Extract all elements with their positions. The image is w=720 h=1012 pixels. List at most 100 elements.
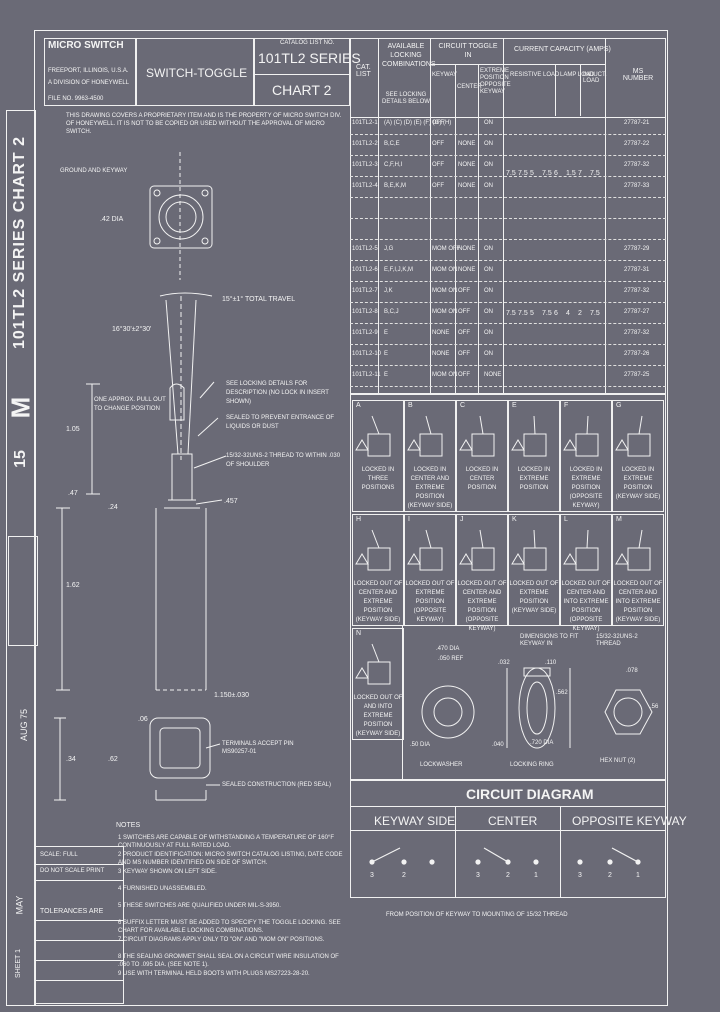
amp-value-a: 7.5: [590, 170, 600, 177]
dim-470: .470 DIA: [436, 646, 460, 652]
row-ms-number: 27787-32: [624, 162, 650, 168]
row-locking: C,F,H,I: [384, 162, 403, 168]
dim-06: .06: [138, 716, 148, 723]
row-keyway: MOM ON: [432, 288, 458, 294]
dim-42: .42 DIA: [100, 216, 124, 223]
lock-detail-letter: B: [408, 402, 413, 409]
lock-detail-letter: C: [460, 402, 466, 409]
lock-detail-sketch: [355, 415, 391, 457]
lock-detail-letter: H: [356, 516, 362, 523]
revision-box: [8, 536, 38, 646]
row-center: OFF: [458, 288, 470, 294]
row-cat-list: 101TL2-8: [352, 309, 378, 315]
lock-detail-sketch: [563, 529, 599, 571]
amp-value-b: 2: [578, 310, 582, 317]
th-cat-list: CAT. LIST: [356, 64, 371, 78]
terminal-3-a: 3: [370, 872, 374, 879]
th-circuit: CIRCUIT TOGGLE IN: [438, 43, 498, 59]
row-keyway: NONE: [432, 351, 450, 357]
note-item: 7 CIRCUIT DIAGRAMS APPLY ONLY TO "ON" AN…: [118, 937, 325, 943]
amp-value-b: 7.5: [518, 310, 528, 317]
row-locking: E: [384, 372, 389, 378]
dim-050: .050 REF: [438, 656, 464, 662]
row-ms-number: 27787-32: [624, 330, 650, 336]
terminal-1-b: 1: [534, 872, 538, 879]
scale-label: SCALE: FULL: [40, 852, 78, 858]
amp-value-b: 4: [566, 310, 570, 317]
row-opposite: ON: [484, 267, 493, 273]
row-locking: E: [384, 330, 389, 336]
row-keyway: NONE: [432, 330, 450, 336]
row-center: NONE: [458, 162, 476, 168]
row-locking: J,K: [384, 288, 393, 294]
note-item: 2 PRODUCT IDENTIFICATION: MICRO SWITCH C…: [118, 852, 343, 866]
terminal-3-c: 3: [578, 872, 582, 879]
lock-detail-letter: N: [356, 630, 362, 637]
thread-note: 15/32-32UNS-2 THREAD TO WITHIN .030 OF S…: [226, 453, 341, 468]
row-locking: (A) (C) (D) (E) (F) (G) (H): [384, 120, 452, 126]
amp-value-b: 7.5: [590, 310, 600, 317]
note-item: 8 THE SEALING GROMMET SHALL SEAL ON A CI…: [118, 954, 339, 968]
locking-ring-label: LOCKING RING: [510, 762, 554, 768]
lock-detail-g: [612, 400, 664, 512]
company-location: FREEPORT, ILLINOIS, U.S.A.: [48, 68, 129, 74]
row-opposite: ON: [484, 330, 493, 336]
row-center: OFF: [458, 309, 470, 315]
catalog-label: CATALOG LIST NO.: [280, 40, 335, 46]
row-keyway: MOM ON: [432, 267, 458, 273]
terminal-1-c: 1: [636, 872, 640, 879]
circuit-col-center: CENTER: [488, 814, 538, 828]
row-opposite: ON: [484, 309, 493, 315]
dim-720: .720 DIA: [530, 740, 554, 746]
lock-detail-sketch: [459, 415, 495, 457]
lock-detail-m: [612, 514, 664, 626]
dim-keyway-fit: DIMENSIONS TO FIT KEYWAY IN: [520, 634, 579, 647]
side-letter: M: [5, 396, 36, 419]
sealed-construction-note: SEALED CONSTRUCTION (RED SEAL): [222, 782, 332, 788]
lock-detail-sketch: [355, 643, 391, 685]
drawing-frame: [34, 30, 668, 1006]
amp-value-a: 7: [578, 170, 582, 177]
row-ms-number: 27787-33: [624, 183, 650, 189]
company-name: MICRO SWITCH: [48, 40, 124, 51]
circuit-diagram-panel: [350, 780, 666, 898]
lock-detail-caption: LOCKED OUT OF AND INTO EXTREME POSITION …: [353, 695, 403, 737]
proprietary-notice: THIS DRAWING COVERS A PROPRIETARY ITEM A…: [66, 113, 342, 135]
catalog-table: [350, 38, 666, 394]
terminal-3-b: 3: [476, 872, 480, 879]
lock-detail-letter: A: [356, 402, 361, 409]
row-cat-list: 101TL2-7: [352, 288, 378, 294]
row-cat-list: 101TL2-9: [352, 330, 378, 336]
th-keyway: KEYWAY: [432, 72, 458, 78]
dim-457: .457: [224, 498, 238, 505]
note-item: 5 THESE SWITCHES ARE QUALIFIED UNDER MIL…: [118, 903, 281, 909]
lock-detail-caption: LOCKED IN CENTER AND EXTREME POSITION (K…: [407, 467, 453, 509]
terminal-2-a: 2: [402, 872, 406, 879]
lock-detail-k: [508, 514, 560, 626]
amp-value-b: 7.5: [542, 310, 552, 317]
tolerance-label: TOLERANCES ARE: [40, 908, 104, 915]
row-keyway: OFF: [432, 141, 444, 147]
row-keyway: MOM ON: [432, 372, 458, 378]
lock-detail-sketch: [615, 415, 651, 457]
dim-56: .56: [650, 704, 659, 710]
terminals-note: TERMINALS ACCEPT PIN MS90257-01: [222, 741, 294, 755]
row-opposite: ON: [484, 162, 493, 168]
amp-value-a: 7.5: [506, 170, 516, 177]
row-ms-number: 27787-29: [624, 246, 650, 252]
keyway-position-note: FROM POSITION OF KEYWAY TO MOUNTING OF 1…: [386, 912, 568, 918]
dim-105: 1.05: [66, 426, 80, 433]
th-induct: INDUCT. LOAD: [583, 72, 607, 84]
row-keyway: OFF: [432, 120, 444, 126]
row-opposite: ON: [484, 183, 493, 189]
dim-078: .078: [626, 668, 638, 674]
row-opposite: NONE: [484, 372, 502, 378]
row-keyway: OFF: [432, 162, 444, 168]
th-locking-sub: SEE LOCKING DETAILS BELOW: [382, 92, 430, 105]
lock-detail-sketch: [615, 529, 651, 571]
product-block: [136, 38, 254, 106]
row-ms-number: 27787-22: [624, 141, 650, 147]
lock-detail-letter: J: [460, 516, 464, 523]
dim-62: .62: [108, 756, 118, 763]
row-ms-number: 27787-26: [624, 351, 650, 357]
